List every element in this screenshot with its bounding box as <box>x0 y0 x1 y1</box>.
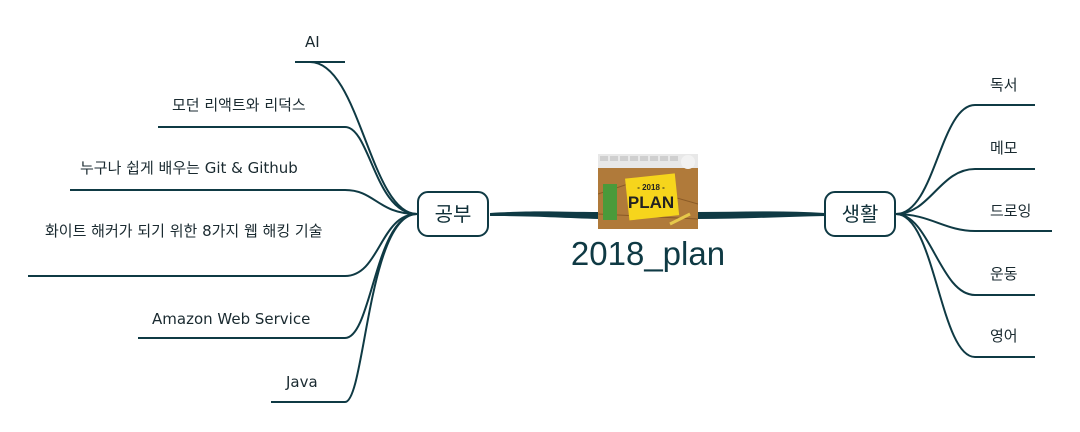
connector-center-right <box>697 211 825 219</box>
connector-ai <box>295 61 418 215</box>
leaf-modern-react-redux[interactable]: 모던 리액트와 리덕스 <box>172 96 306 114</box>
connector-git <box>70 189 418 215</box>
connector-reading <box>895 104 1035 215</box>
connector-drawing <box>895 213 1052 232</box>
leaf-web-hacking[interactable]: 화이트 해커가 되기 위한 8가지 웹 해킹 기술 <box>45 222 323 240</box>
leaf-aws[interactable]: Amazon Web Service <box>152 310 311 328</box>
connector-memo <box>895 168 1035 215</box>
leaf-java[interactable]: Java <box>286 373 318 391</box>
branch-study[interactable]: 공부 <box>417 191 489 237</box>
connector-center-left <box>490 211 600 219</box>
image-year-text: - 2018 - <box>637 183 665 192</box>
connector-react <box>158 126 418 215</box>
right-leaf-connectors <box>895 104 1052 358</box>
central-topic-image[interactable]: - 2018 - PLAN <box>598 154 698 229</box>
leaf-memo[interactable]: 메모 <box>990 139 1018 157</box>
branch-life[interactable]: 생활 <box>824 191 896 237</box>
left-leaf-connectors <box>28 61 418 403</box>
leaf-reading[interactable]: 독서 <box>990 76 1018 94</box>
sticky-note-plan-image: - 2018 - PLAN <box>598 154 698 229</box>
connector-english <box>895 213 1035 358</box>
leaf-git-github[interactable]: 누구나 쉽게 배우는 Git & Github <box>80 159 298 177</box>
leaf-english[interactable]: 영어 <box>990 327 1018 345</box>
central-topic-title[interactable]: 2018_plan <box>570 235 726 272</box>
connector-java <box>271 213 418 403</box>
image-plan-text: PLAN <box>628 193 674 212</box>
leaf-ai[interactable]: AI <box>305 33 320 51</box>
leaf-drawing[interactable]: 드로잉 <box>990 202 1032 220</box>
leaf-exercise[interactable]: 운동 <box>990 265 1018 283</box>
